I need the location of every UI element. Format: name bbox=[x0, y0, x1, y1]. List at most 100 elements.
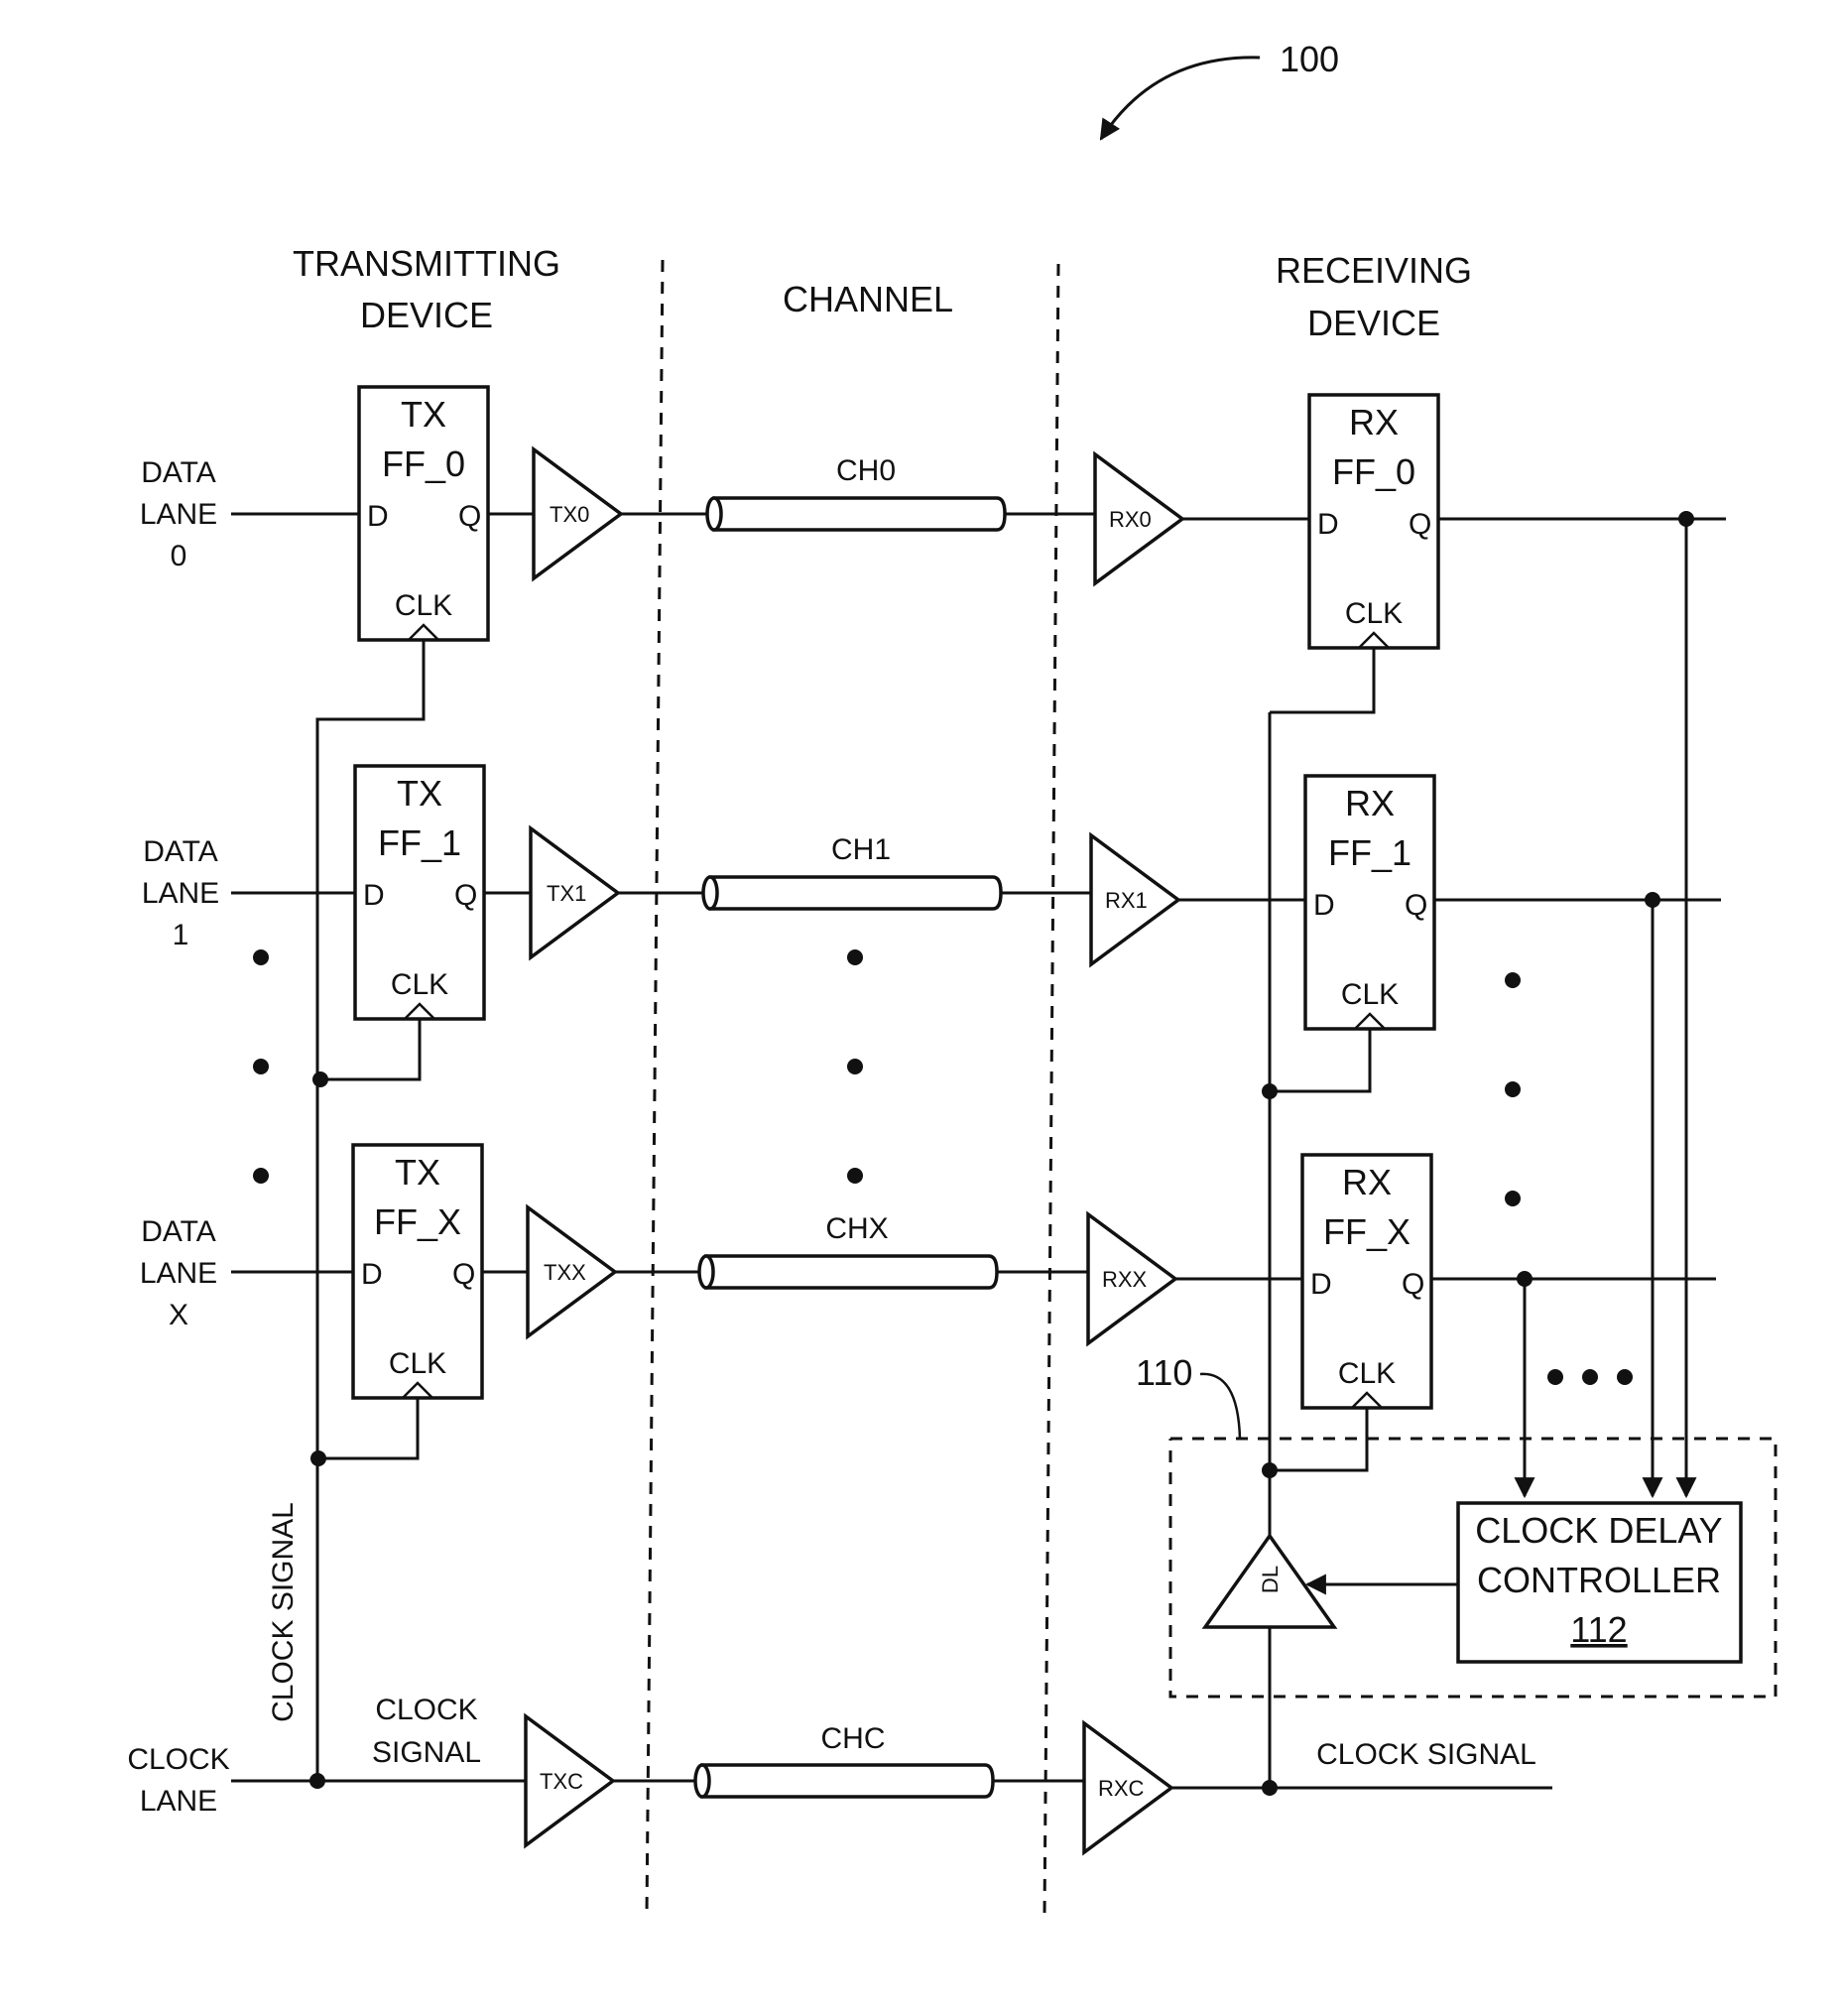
rx-ff-x: RX FF_X D Q CLK bbox=[1302, 1155, 1431, 1408]
ellipsis-dot bbox=[1582, 1369, 1598, 1385]
tx-clock-junction-1 bbox=[312, 1071, 328, 1087]
delay-block-ref-110: 110 bbox=[1136, 1352, 1192, 1393]
figure-ref-arrow bbox=[1101, 58, 1260, 139]
ellipsis-dot bbox=[1505, 1081, 1521, 1097]
input-label-lane1: DATA LANE 1 bbox=[142, 835, 219, 951]
svg-text:FF_1: FF_1 bbox=[1328, 832, 1411, 873]
svg-text:TX: TX bbox=[401, 394, 446, 435]
svg-text:CLK: CLK bbox=[1345, 597, 1403, 630]
svg-text:RX: RX bbox=[1345, 783, 1395, 823]
ellipsis-dot bbox=[1547, 1369, 1563, 1385]
channel-rx-divider bbox=[1044, 264, 1058, 1915]
svg-text:DATA: DATA bbox=[141, 456, 216, 489]
svg-text:CLK: CLK bbox=[1338, 1357, 1396, 1390]
svg-text:CLK: CLK bbox=[395, 589, 452, 622]
svg-text:TXX: TXX bbox=[544, 1260, 586, 1285]
rx-buffer-clock: RXC bbox=[1084, 1723, 1171, 1852]
svg-text:0: 0 bbox=[171, 540, 187, 572]
svg-text:TX: TX bbox=[395, 1152, 440, 1193]
ellipsis-dot bbox=[847, 1059, 863, 1074]
delay-block-leader bbox=[1200, 1374, 1240, 1439]
rx-ff0-clock-branch bbox=[1270, 648, 1374, 712]
input-label-laneX: DATA LANE X bbox=[140, 1215, 217, 1331]
rx-ff1-clock-branch bbox=[1270, 1029, 1370, 1091]
svg-text:CLOCK: CLOCK bbox=[127, 1743, 229, 1776]
receiving-header-1: RECEIVING bbox=[1276, 250, 1472, 291]
delay-line: DL bbox=[1205, 1536, 1334, 1627]
channel-header: CHANNEL bbox=[783, 279, 953, 319]
svg-text:CLK: CLK bbox=[389, 1347, 446, 1380]
tx-ffx-clock-branch bbox=[318, 1398, 418, 1458]
svg-text:Q: Q bbox=[452, 1258, 475, 1291]
svg-text:RXX: RXX bbox=[1102, 1267, 1148, 1292]
tx-buffer-x: TXX bbox=[528, 1207, 615, 1336]
svg-text:DATA: DATA bbox=[143, 835, 218, 868]
svg-text:Q: Q bbox=[1402, 1268, 1424, 1301]
svg-text:FF_0: FF_0 bbox=[1332, 451, 1415, 492]
rx-qx-junction bbox=[1517, 1271, 1533, 1287]
channel-label-clock: CHC bbox=[821, 1722, 886, 1755]
svg-text:FF_X: FF_X bbox=[374, 1201, 461, 1242]
channel-label-x: CHX bbox=[825, 1212, 888, 1245]
figure-ref-100: 100 bbox=[1280, 39, 1339, 79]
rx-ff-0: RX FF_0 D Q CLK bbox=[1309, 395, 1438, 648]
svg-text:TXC: TXC bbox=[540, 1769, 583, 1794]
svg-text:Q: Q bbox=[1409, 508, 1431, 541]
tx-clock-junction-in bbox=[309, 1773, 325, 1789]
ellipsis-dot bbox=[1617, 1369, 1633, 1385]
svg-text:D: D bbox=[1310, 1268, 1332, 1301]
svg-text:D: D bbox=[361, 1258, 383, 1291]
channel-label-1: CH1 bbox=[831, 833, 891, 866]
svg-text:Q: Q bbox=[454, 879, 477, 912]
svg-text:DATA: DATA bbox=[141, 1215, 216, 1248]
svg-text:RX0: RX0 bbox=[1109, 507, 1152, 532]
ellipsis-dot bbox=[1505, 1191, 1521, 1206]
svg-text:CLK: CLK bbox=[1341, 978, 1399, 1011]
svg-text:CONTROLLER: CONTROLLER bbox=[1477, 1560, 1721, 1600]
rx-delayed-clock-junction-1 bbox=[1262, 1083, 1278, 1099]
clock-delay-controller: CLOCK DELAY CONTROLLER 112 bbox=[1458, 1503, 1741, 1662]
svg-text:RX: RX bbox=[1342, 1162, 1392, 1202]
ellipsis-dot bbox=[847, 1168, 863, 1184]
transmitting-header-1: TRANSMITTING bbox=[293, 243, 560, 284]
svg-text:FF_1: FF_1 bbox=[378, 822, 461, 863]
tx-ff1-clock-branch bbox=[320, 1019, 420, 1079]
svg-text:Q: Q bbox=[458, 500, 481, 533]
svg-text:CLOCK: CLOCK bbox=[375, 1694, 477, 1726]
ellipsis-dot bbox=[847, 949, 863, 965]
tx-clock-junction-x bbox=[310, 1450, 326, 1466]
input-label-lane0: DATA LANE 0 bbox=[140, 456, 217, 572]
rx-q0-junction bbox=[1678, 511, 1694, 527]
svg-text:TX1: TX1 bbox=[547, 881, 586, 906]
svg-text:1: 1 bbox=[173, 919, 189, 951]
input-label-clock: CLOCK LANE bbox=[127, 1743, 229, 1818]
svg-text:FF_X: FF_X bbox=[1323, 1211, 1411, 1252]
svg-text:RX1: RX1 bbox=[1105, 888, 1148, 913]
svg-text:LANE: LANE bbox=[140, 498, 217, 531]
rx-buffer-x: RXX bbox=[1088, 1214, 1175, 1343]
clock-signal-tx-label: CLOCK SIGNAL bbox=[372, 1694, 481, 1769]
tx-channel-divider bbox=[647, 260, 663, 1915]
svg-text:D: D bbox=[1313, 889, 1335, 922]
rx-delayed-clock-junction-x bbox=[1262, 1462, 1278, 1478]
svg-text:X: X bbox=[169, 1299, 188, 1331]
svg-text:FF_0: FF_0 bbox=[382, 443, 465, 484]
receiving-header-2: DEVICE bbox=[1307, 303, 1440, 343]
tx-buffer-clock: TXC bbox=[526, 1716, 613, 1845]
clock-signal-vertical-label: CLOCK SIGNAL bbox=[267, 1502, 300, 1722]
svg-text:LANE: LANE bbox=[140, 1785, 217, 1818]
ellipsis-dot bbox=[1505, 972, 1521, 988]
svg-text:TX: TX bbox=[397, 773, 442, 814]
svg-text:Q: Q bbox=[1405, 889, 1427, 922]
rx-buffer-1: RX1 bbox=[1091, 835, 1178, 964]
tx-ff-1: TX FF_1 D Q CLK bbox=[355, 766, 484, 1019]
transmitting-header-2: DEVICE bbox=[360, 295, 493, 335]
tx-ff-x: TX FF_X D Q CLK bbox=[353, 1145, 482, 1398]
svg-text:RX: RX bbox=[1349, 402, 1399, 442]
channel-cable-0 bbox=[707, 498, 1005, 530]
channel-label-0: CH0 bbox=[836, 454, 896, 487]
svg-text:CLOCK DELAY: CLOCK DELAY bbox=[1475, 1510, 1722, 1551]
svg-text:LANE: LANE bbox=[142, 877, 219, 910]
tx-ff-0: TX FF_0 D Q CLK bbox=[359, 387, 488, 640]
